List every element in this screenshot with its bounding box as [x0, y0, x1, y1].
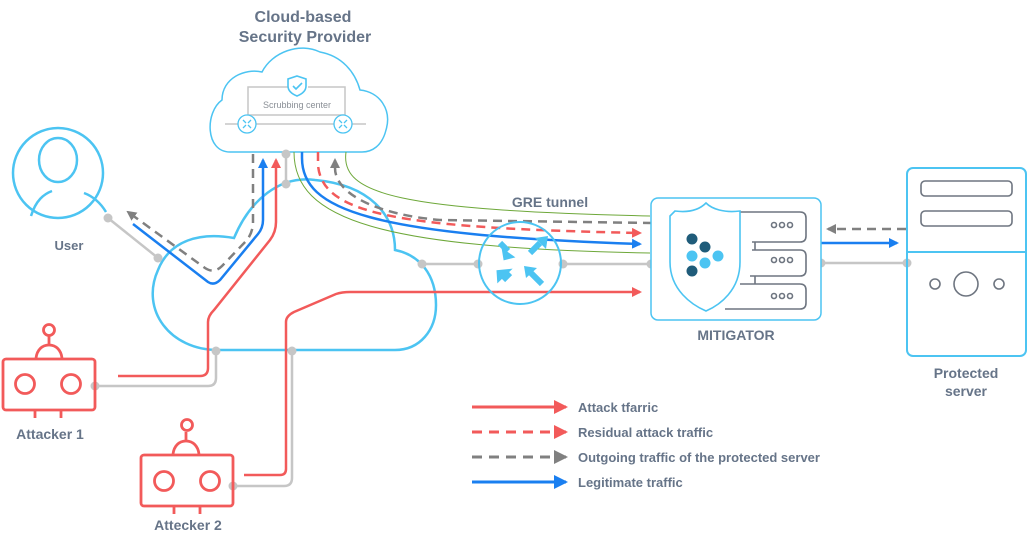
legend-label: Legitimate traffic	[578, 475, 683, 490]
outgoing-traffic-paths	[126, 154, 906, 272]
legend-label: Residual attack traffic	[578, 425, 713, 440]
mitigator-node	[650, 197, 822, 321]
internet-cloud	[151, 178, 438, 352]
provider-cloud: Scrubbing center	[209, 47, 389, 153]
user-node	[11, 126, 108, 220]
legend-item: Attack tfarric	[472, 400, 658, 415]
provider-title-line1: Cloud-based	[255, 9, 352, 26]
shield-check-icon	[287, 75, 308, 97]
protected-server-label-line1: Protected	[934, 365, 999, 381]
user-label: User	[55, 238, 84, 253]
router-icon	[237, 114, 257, 134]
attack-traffic-paths	[118, 158, 642, 477]
protected-server-node	[906, 167, 1027, 357]
user-avatar-icon	[11, 126, 105, 220]
provider-title-line2: Security Provider	[239, 29, 372, 46]
router-icon	[333, 114, 353, 134]
provider-title: Cloud-based Security Provider	[239, 9, 372, 46]
tunnel-router-icon	[478, 221, 562, 305]
physical-links	[95, 152, 907, 488]
scrubbing-center-label: Scrubbing center	[263, 100, 331, 110]
attacker2-robot-icon	[139, 418, 235, 514]
mitigator-shield-icon	[669, 201, 741, 312]
legend-item: Legitimate traffic	[472, 475, 683, 490]
legend-item: Outgoing traffic of the protected server	[472, 450, 820, 465]
mitigator-logo-icon	[686, 233, 724, 277]
attacker1-label: Attacker 1	[16, 426, 84, 442]
attacker1-robot-icon	[1, 323, 97, 418]
legend-label: Attack tfarric	[578, 400, 658, 415]
mitigator-label: MITIGATOR	[697, 327, 774, 343]
gre-tunnel-outline-bottom	[293, 151, 651, 254]
gre-tunnel-outline-top	[345, 151, 651, 217]
legend-item: Residual attack traffic	[472, 425, 713, 440]
gre-tunnel-label: GRE tunnel	[512, 194, 588, 210]
protected-server-label-line2: server	[945, 383, 988, 399]
legend-label: Outgoing traffic of the protected server	[578, 450, 820, 465]
attacker2-label: Attecker 2	[154, 517, 222, 533]
